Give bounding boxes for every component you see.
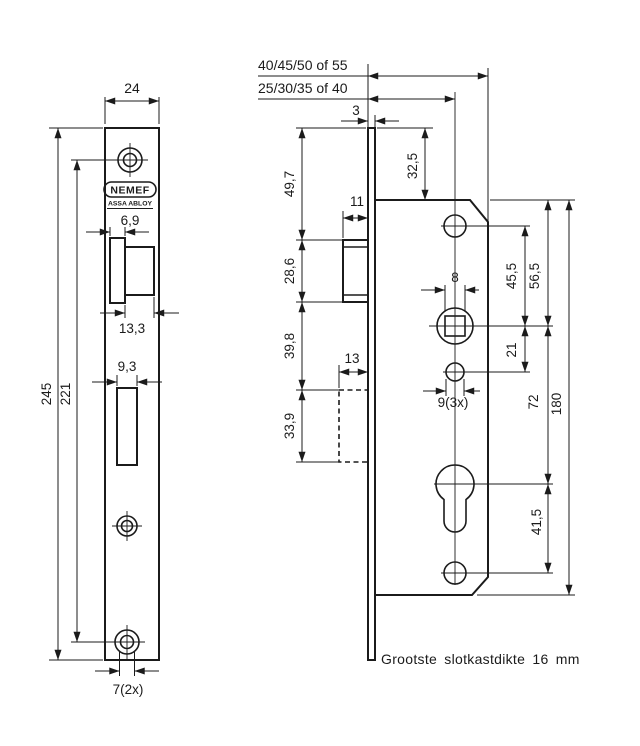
dim-label-case-height: 180	[549, 393, 564, 416]
dim-label-screw-spacing: 221	[58, 383, 73, 406]
case-top-hole	[441, 214, 530, 238]
dim-screw-spacing: 221	[58, 160, 81, 642]
dim-faceplate-thickness: 3	[341, 103, 399, 125]
dim-label-bolt-protrusion: 13	[344, 351, 359, 366]
middle-hole	[112, 511, 142, 541]
dim-label-bolt-height: 33,9	[282, 413, 297, 439]
dim-label-plate-width: 24	[124, 80, 140, 96]
side-view: 40/45/50 of 55 25/30/35 of 40 3	[258, 57, 575, 661]
dim-label-latch-to-bolt: 39,8	[282, 333, 297, 359]
front-view: 24 NEMEF ASSA ABLOY 6,9	[39, 80, 179, 697]
dim-spindle-square: 8	[421, 270, 479, 312]
nemef-logo: NEMEF ASSA ABLOY	[103, 181, 157, 209]
dim-label-faceplate-thickness: 3	[352, 103, 360, 118]
footnote-text: Grootste slotkastdikte 16 mm	[381, 651, 580, 667]
dim-label-spindle-to-small-hole: 21	[504, 342, 519, 357]
dim-left-chain: 49,7 28,6 39,8 33,9	[282, 127, 366, 463]
dim-mount-holes: 9(3x)	[423, 379, 480, 410]
dim-right-chain: 45,5 56,5 21 72 180 41,5	[477, 199, 575, 596]
dim-label-spindle-to-cylinder: 72	[526, 394, 541, 409]
reference-lines	[367, 64, 489, 585]
dim-label-plate-height: 245	[39, 383, 54, 406]
spindle-hole	[429, 307, 553, 345]
small-mount-hole	[443, 362, 530, 382]
dim-plate-width: 24	[104, 80, 160, 124]
faceplate-side-outline	[367, 127, 376, 661]
screw-hole-bottom	[71, 625, 145, 659]
case-bottom-hole	[441, 561, 553, 585]
dim-label-case-top-offset: 32,5	[405, 153, 420, 179]
latch-bolt-side	[342, 239, 369, 303]
dim-plate-height: 245	[39, 127, 103, 661]
dim-label-cylinder-to-bottom-hole: 41,5	[529, 509, 544, 535]
faceplate-front-outline	[104, 127, 160, 661]
dim-label-mount-holes: 9(3x)	[438, 395, 469, 410]
dim-case-top-offset: 32,5	[377, 127, 433, 200]
latch-bolt-front	[109, 237, 155, 304]
dim-screw-holes: 7(2x)	[95, 652, 159, 697]
dim-label-backset: 25/30/35 of 40	[258, 80, 348, 96]
dim-backset-options: 25/30/35 of 40	[258, 80, 455, 103]
dim-label-latch-height: 28,6	[282, 258, 297, 284]
dim-label-case-top-to-spindle: 56,5	[527, 263, 542, 289]
dim-label-spindle-square: 8	[451, 270, 459, 285]
dim-bolt-cutout-width: 9,3	[92, 359, 162, 386]
dim-label-latch-protrusion: 11	[350, 194, 364, 209]
lock-case-outline	[374, 199, 489, 596]
dim-latch-lip: 6,9	[86, 213, 149, 236]
dim-label-top-hole-to-spindle: 45,5	[504, 263, 519, 289]
screw-hole-top	[71, 143, 148, 177]
euro-cylinder-hole	[434, 464, 553, 533]
deadbolt-cutout	[116, 387, 138, 466]
brand-owner-text: ASSA ABLOY	[108, 201, 153, 208]
dim-latch-protrusion: 11	[342, 194, 368, 238]
dim-bolt-protrusion: 13	[338, 351, 368, 388]
deadbolt-hidden-outline	[338, 389, 369, 463]
dim-label-latch-width: 13,3	[119, 321, 145, 336]
dim-latch-width: 13,3	[100, 297, 179, 336]
dim-label-latch-top-offset: 49,7	[282, 171, 297, 197]
brand-text: NEMEF	[110, 185, 149, 197]
dim-label-bolt-cutout: 9,3	[118, 359, 137, 374]
dim-label-case-depth: 40/45/50 of 55	[258, 57, 348, 73]
dim-case-depth-options: 40/45/50 of 55	[258, 57, 488, 80]
dim-label-screw-holes: 7(2x)	[113, 682, 144, 697]
dim-label-latch-lip: 6,9	[121, 213, 140, 228]
